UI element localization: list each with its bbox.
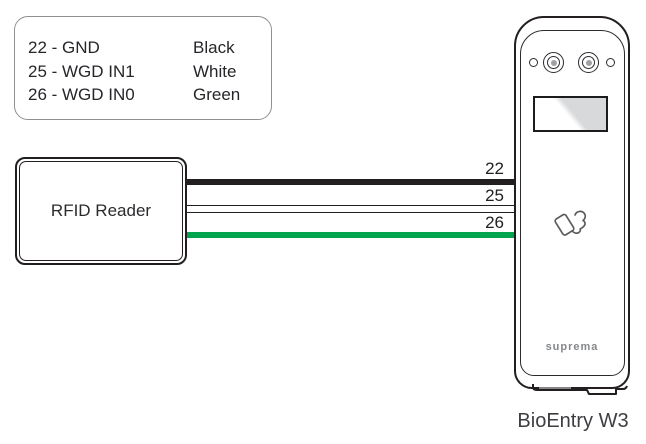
camera-lens-center	[585, 59, 592, 66]
card-tap-icon	[554, 210, 587, 236]
device-front-panel	[519, 29, 625, 376]
wire-pin-label-25: 25	[485, 186, 504, 205]
rfid-reader-inner-border: RFID Reader	[19, 161, 183, 261]
device-screen	[533, 96, 608, 132]
legend-row: 26 - WGD IN0 Green	[28, 83, 271, 107]
wire-white-wgd-in1	[187, 205, 516, 213]
legend-color-label: Black	[193, 38, 235, 57]
rfid-reader-label: RFID Reader	[50, 201, 152, 220]
camera-lens-ring	[547, 56, 560, 69]
legend-color-label: White	[193, 61, 237, 81]
bioentry-w3-device: suprema	[514, 16, 630, 389]
led-dot-icon	[606, 58, 615, 67]
camera-lens-center	[550, 59, 557, 66]
legend-pin-label: 22 - GND	[28, 38, 100, 57]
wire-black-gnd	[187, 179, 516, 185]
camera-lens-icon	[578, 52, 599, 73]
led-dot-icon	[529, 58, 538, 67]
wire-green-wgd-in0	[187, 232, 516, 238]
suprema-logo: suprema	[545, 341, 599, 353]
legend-box: 22 - GND Black 25 - WGD IN1 White 26 - W…	[14, 16, 272, 120]
device-model-label: BioEntry W3	[517, 410, 629, 432]
rfid-reader-box: RFID Reader	[15, 157, 187, 265]
legend-row: 25 - WGD IN1 White	[28, 60, 271, 84]
legend-pin-label: 26 - WGD IN0	[28, 85, 135, 104]
camera-lens-ring	[582, 56, 595, 69]
legend-row: 22 - GND Black	[28, 36, 271, 60]
mount-bracket	[532, 384, 628, 395]
legend-pin-label: 25 - WGD IN1	[28, 61, 135, 81]
camera-lens-icon	[543, 52, 564, 73]
wire-pin-label-26: 26	[485, 213, 504, 232]
wire-pin-label-22: 22	[485, 159, 504, 178]
legend-color-label: Green	[193, 85, 241, 104]
